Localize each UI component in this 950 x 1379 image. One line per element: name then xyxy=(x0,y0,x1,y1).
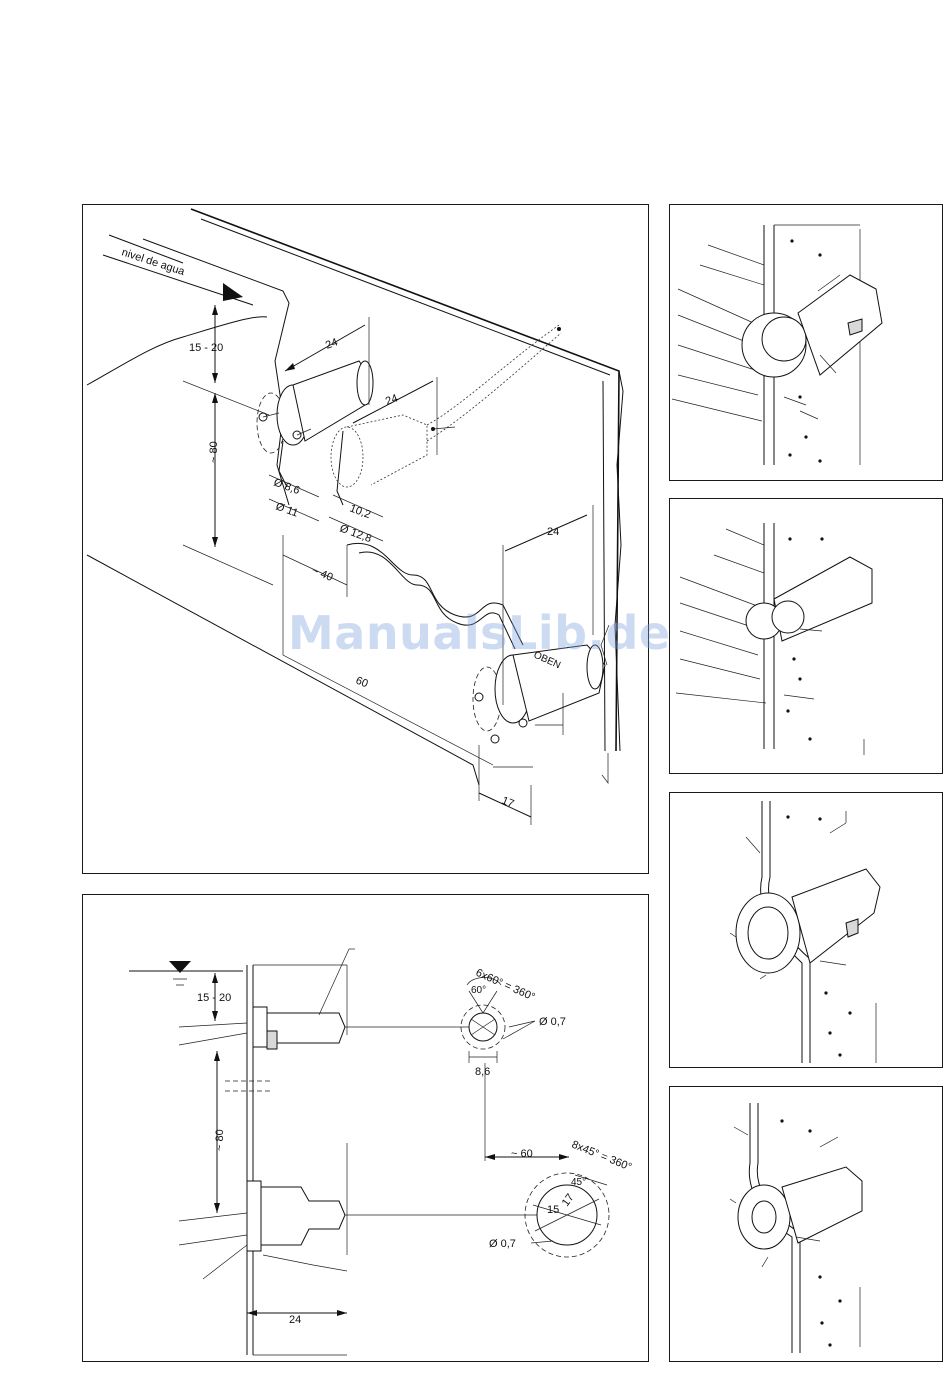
dim-diameter-128-label: Ø 12,8 xyxy=(338,523,373,546)
detail-step-3-panel xyxy=(669,792,943,1068)
dim-60-label: 60 xyxy=(354,675,370,691)
flange-dia-top-label: 8,6 xyxy=(475,1066,490,1078)
installation-overview-panel: nivel de agua 15 - 20 ~ 80 24 2 xyxy=(82,204,649,874)
detail-step-3-drawing xyxy=(670,793,944,1069)
section-view-panel: 15 - 20 ~ 80 24 60° 6x60° = 360° Ø 0,7 8… xyxy=(82,894,649,1362)
dim-diameter-11-label: Ø 11 xyxy=(274,501,300,520)
water-level-marker-icon xyxy=(223,283,243,301)
detail-step-2-panel xyxy=(669,498,943,774)
detail-step-1-panel xyxy=(669,204,943,481)
detail-step-1-drawing xyxy=(670,205,944,482)
hole-top-label: Ø 0,7 xyxy=(539,1016,566,1028)
dim-40-label: ~ 40 xyxy=(310,565,335,584)
detail-step-2-drawing xyxy=(670,499,944,775)
section-dim-80-label: ~ 80 xyxy=(214,1129,226,1151)
watermark-text: ManualsLib.de xyxy=(288,606,671,660)
section-view-drawing: 15 - 20 ~ 80 24 60° 6x60° = 360° Ø 0,7 8… xyxy=(83,895,650,1363)
hole-bottom-label: Ø 0,7 xyxy=(489,1238,516,1250)
dim-102-label: 10,2 xyxy=(348,503,372,522)
angle-top-label: 60° xyxy=(471,985,486,996)
section-dim-24-label: 24 xyxy=(289,1314,301,1326)
dim-17-label: 17 xyxy=(500,795,516,811)
dia-15-label: 15 xyxy=(547,1204,559,1216)
dim-diameter-86-label: Ø 8,6 xyxy=(272,477,301,497)
pattern-bottom-label: 8x45° = 360° xyxy=(570,1139,633,1174)
detail-step-4-drawing xyxy=(670,1087,944,1363)
dim-spacing-vertical-label: ~ 80 xyxy=(208,441,220,463)
section-dim-60-label: ~ 60 xyxy=(511,1148,533,1160)
detail-step-4-panel xyxy=(669,1086,943,1362)
dim-depth-label: 15 - 20 xyxy=(189,342,223,354)
section-dim-depth-label: 15 - 20 xyxy=(197,992,231,1004)
installation-overview-drawing: nivel de agua 15 - 20 ~ 80 24 2 xyxy=(83,205,650,875)
angle-bottom-label: 45° xyxy=(571,1177,586,1188)
